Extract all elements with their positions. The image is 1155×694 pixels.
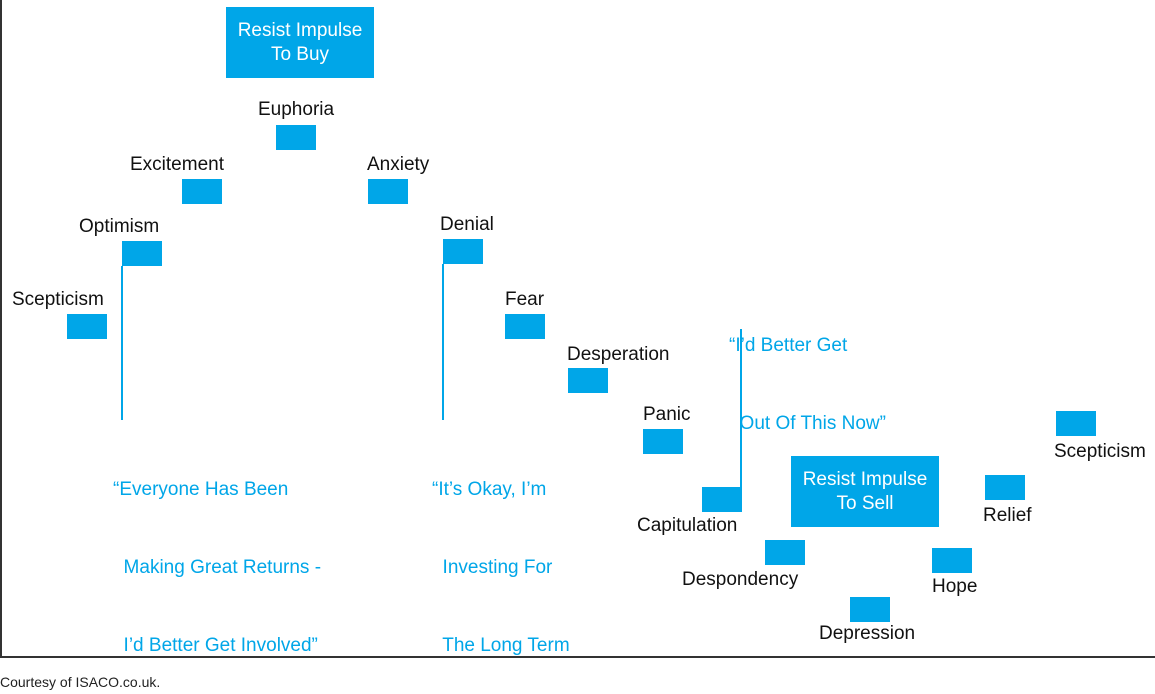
- stage-label-panic: Panic: [643, 404, 691, 425]
- stage-label-capitulation: Capitulation: [637, 515, 738, 536]
- stage-label-fear: Fear: [505, 289, 545, 310]
- stage-marker-depression: [850, 597, 890, 622]
- stage-label-scepticism-2: Scepticism: [1054, 441, 1146, 462]
- stage-marker-anxiety: [368, 179, 408, 204]
- capitulation-quote-line1: “I’d Better Get: [729, 335, 848, 356]
- denial-quote-line2: Investing For: [432, 557, 553, 578]
- capitulation-quote: “I’d Better Get Out Of This Now”: [729, 281, 886, 463]
- optimism-quote: “Everyone Has Been Making Great Returns …: [113, 425, 321, 685]
- optimism-quote-line1: “Everyone Has Been: [113, 479, 289, 500]
- stage-marker-scepticism-1: [67, 314, 107, 339]
- denial-quote-line3: The Long Term: [432, 635, 570, 656]
- resist-buy-callout: Resist Impulse To Buy: [226, 7, 374, 78]
- stage-label-anxiety: Anxiety: [367, 154, 430, 175]
- stage-label-euphoria: Euphoria: [258, 99, 335, 120]
- stage-marker-hope: [932, 548, 972, 573]
- stage-marker-desperation: [568, 368, 608, 393]
- denial-quote-pointer: [442, 264, 444, 420]
- optimism-quote-line2: Making Great Returns -: [113, 557, 322, 578]
- stage-label-scepticism-1: Scepticism: [12, 289, 104, 310]
- stage-label-relief: Relief: [983, 505, 1032, 526]
- stage-marker-despondency: [765, 540, 805, 565]
- stage-marker-panic: [643, 429, 683, 454]
- stage-label-hope: Hope: [932, 576, 978, 597]
- stage-label-desperation: Desperation: [567, 344, 670, 365]
- stage-marker-capitulation: [702, 487, 742, 512]
- diagram-frame: [0, 0, 1155, 658]
- stage-marker-scepticism-2: [1056, 411, 1096, 436]
- stage-label-excitement: Excitement: [130, 154, 224, 175]
- resist-sell-line1: Resist Impulse: [802, 468, 928, 490]
- stage-marker-denial: [443, 239, 483, 264]
- capitulation-quote-pointer: [740, 329, 742, 487]
- stage-marker-fear: [505, 314, 545, 339]
- resist-sell-line2: To Sell: [836, 492, 894, 514]
- credit-text: Courtesy of ISACO.co.uk.: [0, 674, 161, 690]
- optimism-quote-line3: I’d Better Get Involved”: [113, 635, 318, 656]
- denial-quote: “It’s Okay, I’m Investing For The Long T…: [432, 425, 570, 685]
- denial-quote-line1: “It’s Okay, I’m: [432, 479, 547, 500]
- stage-label-despondency: Despondency: [682, 569, 799, 590]
- stage-marker-optimism: [122, 241, 162, 266]
- resist-buy-line2: To Buy: [270, 43, 330, 65]
- stage-marker-euphoria: [276, 125, 316, 150]
- stage-marker-relief: [985, 475, 1025, 500]
- resist-buy-line1: Resist Impulse: [237, 19, 363, 41]
- stage-label-denial: Denial: [440, 214, 494, 235]
- stage-label-depression: Depression: [819, 623, 916, 644]
- stage-label-optimism: Optimism: [79, 216, 160, 237]
- optimism-quote-pointer: [121, 266, 123, 420]
- capitulation-quote-line2: Out Of This Now”: [729, 413, 886, 434]
- stage-marker-excitement: [182, 179, 222, 204]
- resist-sell-callout: Resist Impulse To Sell: [791, 456, 939, 527]
